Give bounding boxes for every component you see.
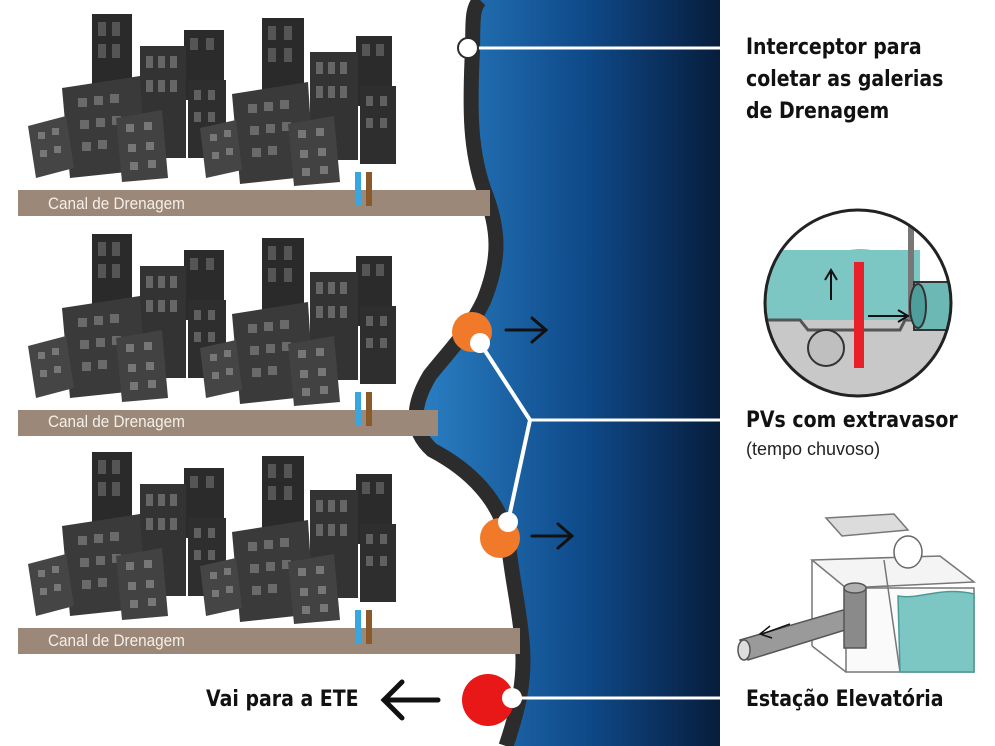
station-callout: Estação Elevatória — [746, 684, 986, 716]
pv-callout-subtitle: (tempo chuvoso) — [746, 439, 881, 459]
city-block-3 — [28, 452, 396, 644]
interceptor-callout: Interceptor para coletar as galerias de … — [746, 32, 986, 128]
pumping-station-node-center — [502, 688, 522, 708]
interceptor-callout-line-1: Interceptor para — [746, 35, 922, 60]
city-block-2 — [28, 234, 396, 426]
overflow-arrow-icon-1 — [504, 316, 549, 344]
interceptor-callout-line-2: coletar as galerias — [746, 67, 944, 92]
canal-3 — [18, 628, 520, 654]
pv-overflow-detail-illustration — [763, 208, 953, 398]
riverbank-interceptor — [408, 0, 531, 746]
canal-label-3: Canal de Drenagem — [48, 631, 185, 650]
canal-label-1: Canal de Drenagem — [48, 194, 185, 213]
river — [416, 0, 720, 746]
pumping-station-node — [462, 674, 514, 726]
canal-label-2: Canal de Drenagem — [48, 412, 185, 431]
ete-destination-label: Vai para a ETE — [206, 687, 359, 712]
canal-1 — [18, 190, 490, 216]
pv-callout: PVs com extravasor (tempo chuvoso) — [746, 405, 986, 461]
pv-callout-title: PVs com extravasor — [746, 408, 958, 433]
city-block-1 — [28, 14, 396, 206]
pv-node-2-center — [498, 512, 518, 532]
pumping-station-illustration — [737, 513, 977, 673]
overflow-arrow-icon-2 — [530, 522, 575, 550]
interceptor-node — [457, 37, 479, 59]
interceptor-callout-line-3: de Drenagem — [746, 99, 890, 124]
station-callout-title: Estação Elevatória — [746, 687, 944, 712]
pv-node-1-center — [470, 333, 490, 353]
left-arrow-icon — [380, 679, 441, 721]
